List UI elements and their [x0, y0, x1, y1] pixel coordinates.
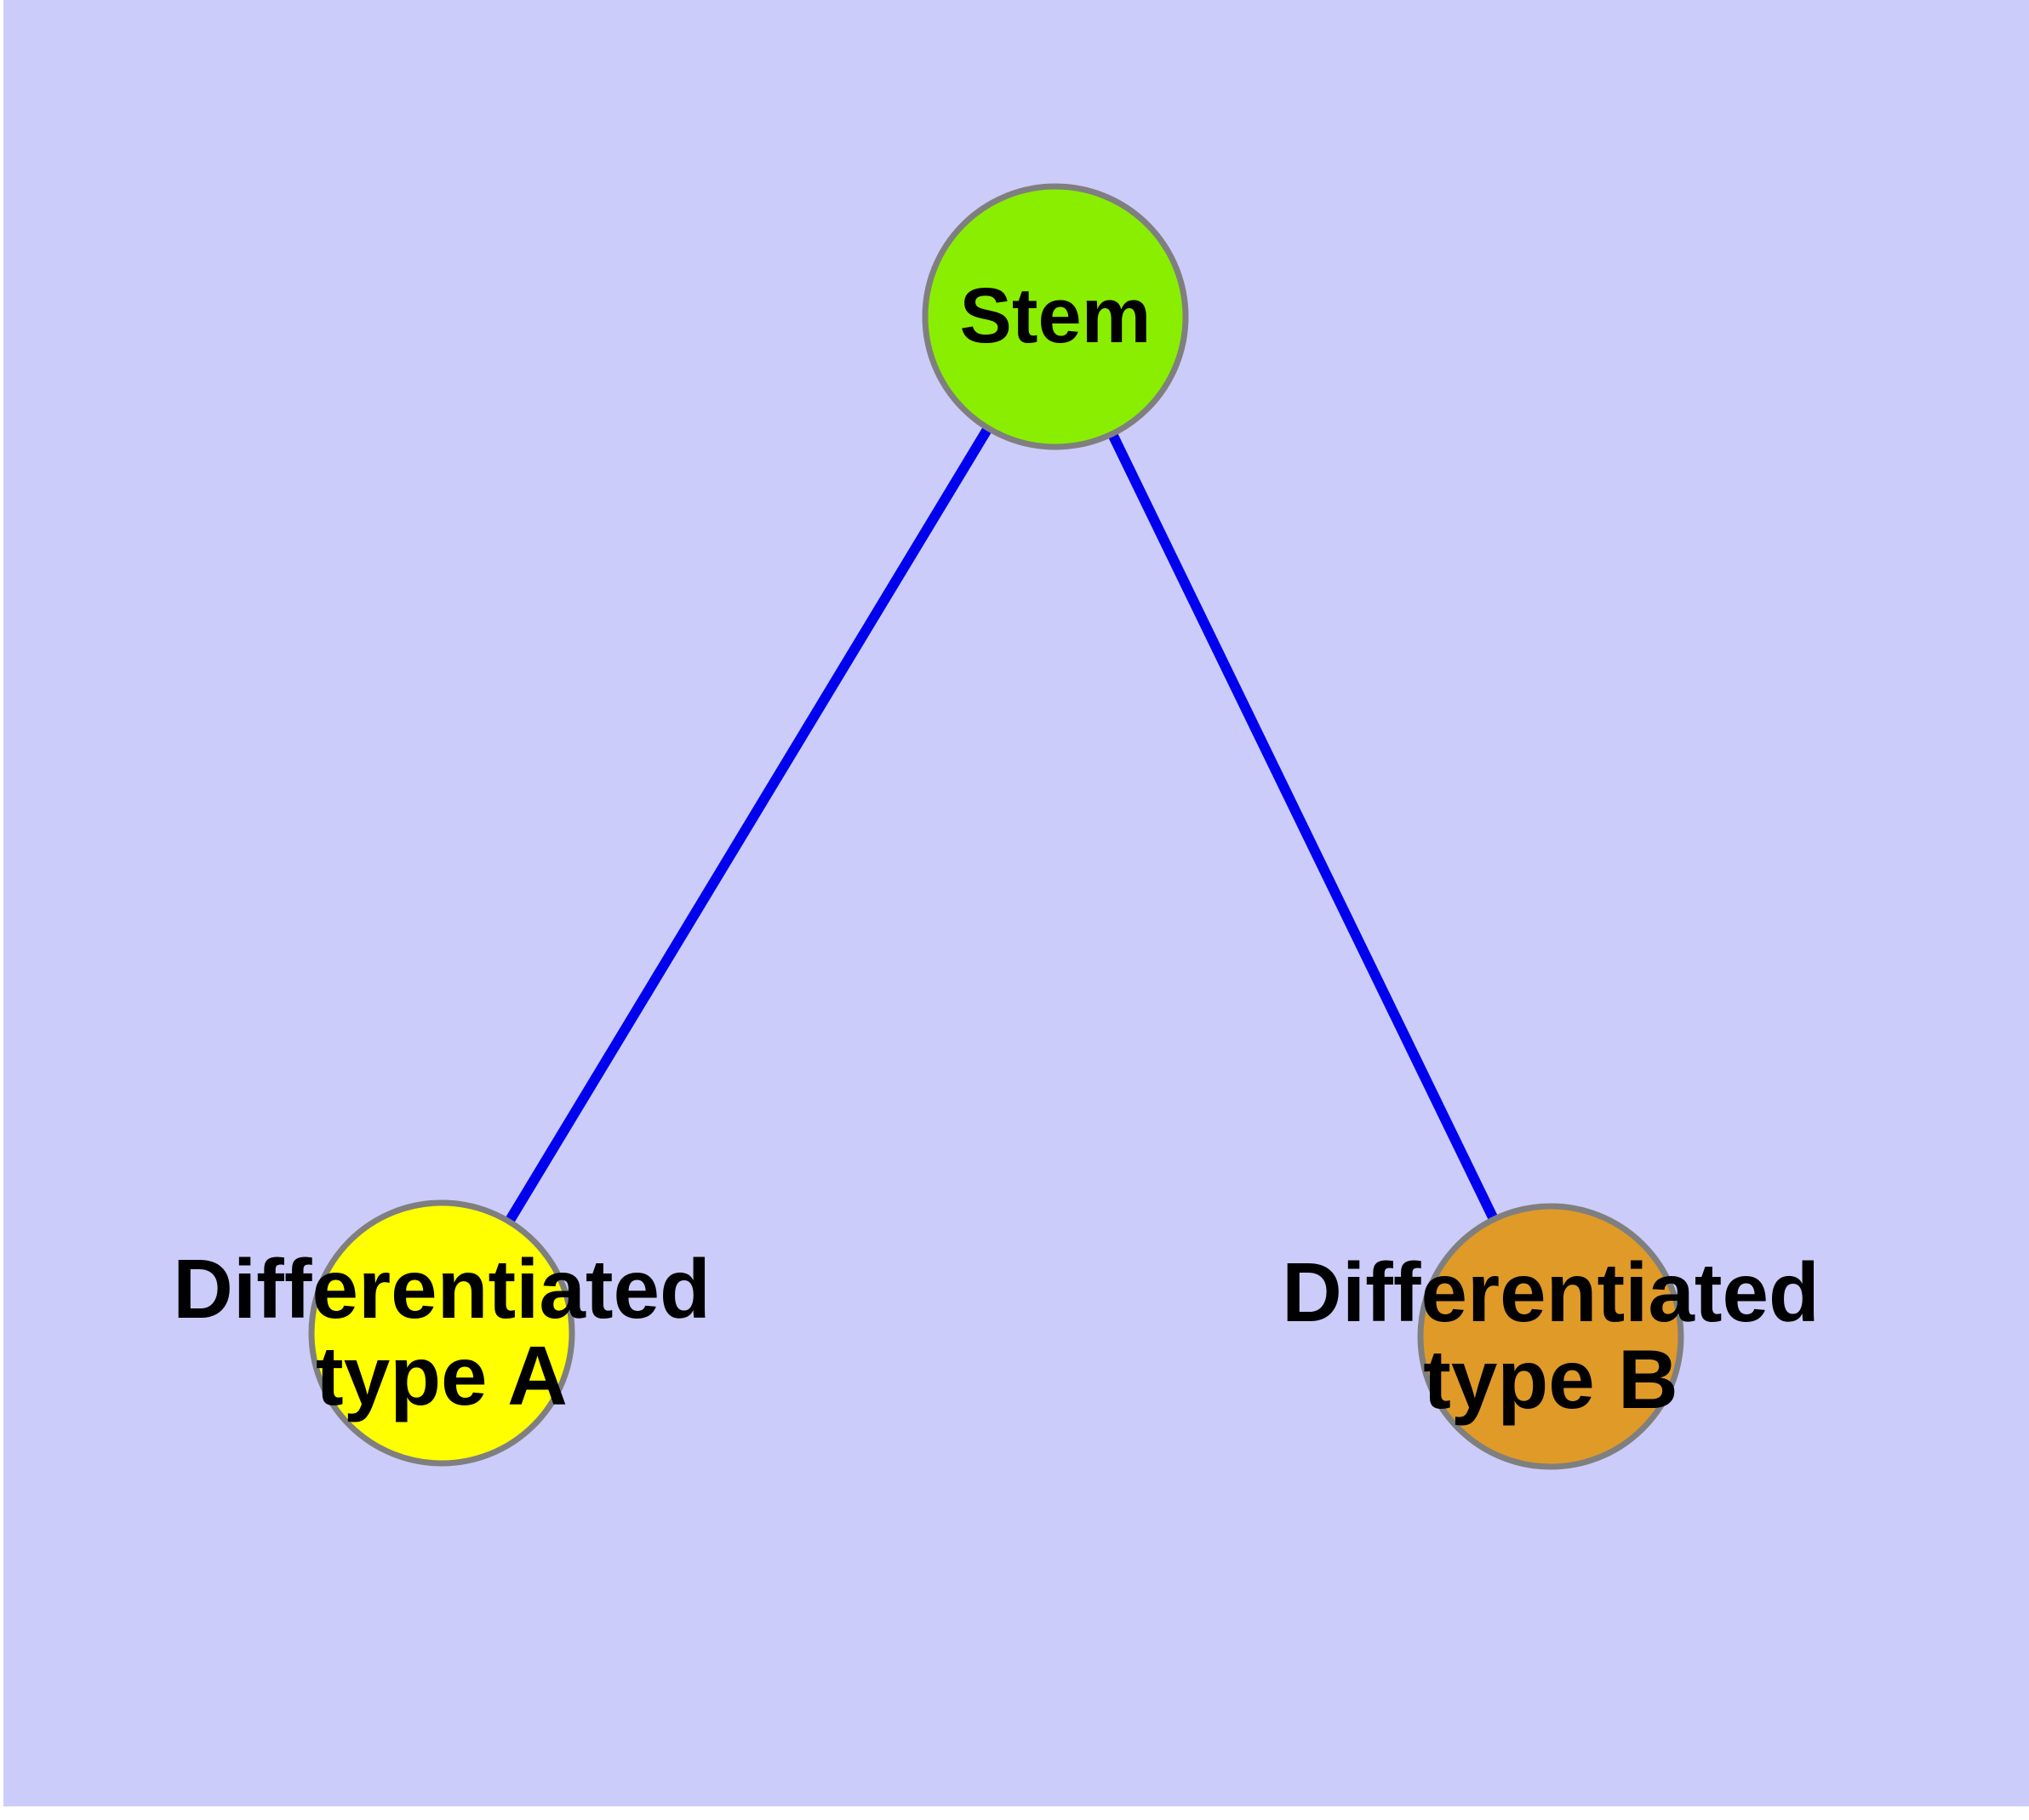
- edge-stem-diff-a: [504, 425, 993, 1225]
- edge-stem-diff-b: [1107, 431, 1499, 1222]
- node-stem[interactable]: [922, 183, 1189, 450]
- node-differentiated-type-a[interactable]: [308, 1199, 575, 1467]
- node-layer: [308, 183, 1684, 1470]
- node-differentiated-type-b[interactable]: [1417, 1203, 1684, 1470]
- edge-layer: [504, 425, 1499, 1225]
